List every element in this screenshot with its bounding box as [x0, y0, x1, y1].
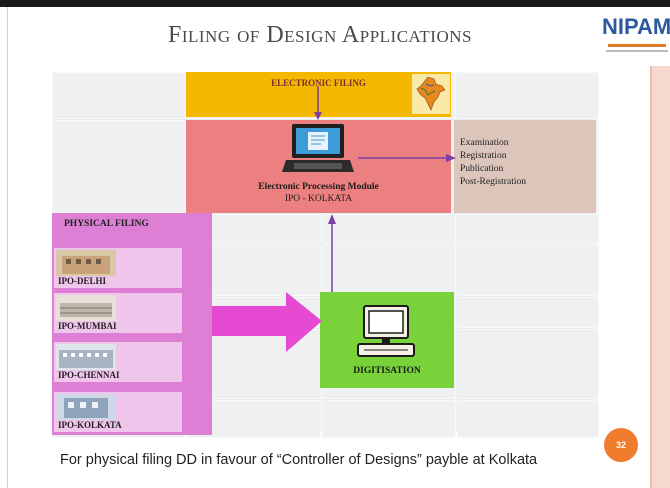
processing-module-location: IPO - KOLKATA: [284, 194, 353, 204]
stage-registration: Registration: [460, 151, 507, 161]
office-chennai: IPO-CHENNAI: [54, 342, 182, 382]
digitisation-box: DIGITISATION: [320, 292, 454, 388]
laptop-icon: [282, 124, 354, 172]
logo-text: NIPAM: [602, 14, 670, 39]
stage-post-registration: Post-Registration: [460, 177, 526, 187]
office-label: IPO-KOLKATA: [58, 420, 122, 430]
logo-tagline: [606, 50, 668, 52]
physical-filing-label: PHYSICAL FILING: [64, 219, 149, 229]
physical-filing-header: PHYSICAL FILING: [52, 213, 212, 237]
processing-module-title: Electronic Processing Module: [258, 182, 379, 192]
office-label: IPO-MUMBAI: [58, 321, 117, 331]
left-border: [7, 7, 8, 488]
footer-note: For physical filing DD in favour of “Con…: [60, 452, 538, 468]
right-decorative-band: [652, 66, 670, 488]
processing-module-box: Electronic Processing Module IPO - KOLKA…: [186, 120, 451, 213]
nipam-logo: NIPAM: [602, 14, 670, 60]
right-band-edge: [650, 66, 652, 488]
top-strip: [0, 0, 670, 7]
electronic-filing-label: ELECTRONIC FILING: [271, 78, 366, 88]
office-delhi: IPO-DELHI: [54, 248, 182, 288]
physical-to-digitisation-arrow-shaft: [212, 306, 290, 336]
stage-publication: Publication: [460, 164, 504, 174]
digitisation-label: DIGITISATION: [353, 366, 421, 376]
logo-underline: [608, 44, 666, 47]
stage-examination: Examination: [460, 138, 509, 148]
office-label: IPO-DELHI: [58, 276, 107, 286]
office-kolkata: IPO-KOLKATA: [54, 392, 182, 432]
post-processing-stages: Examination Registration Publication Pos…: [454, 120, 596, 213]
building-icon: [56, 394, 116, 420]
building-icon: [56, 250, 116, 276]
building-icon: [56, 344, 116, 370]
page-number-badge: 32: [604, 428, 638, 462]
building-icon: [56, 295, 116, 321]
office-mumbai: IPO-MUMBAI: [54, 293, 182, 333]
computer-icon: [357, 305, 415, 357]
slide-title: Filing of Design Applications: [168, 22, 472, 48]
office-label: IPO-CHENNAI: [58, 370, 120, 380]
india-map-icon: [412, 74, 450, 114]
